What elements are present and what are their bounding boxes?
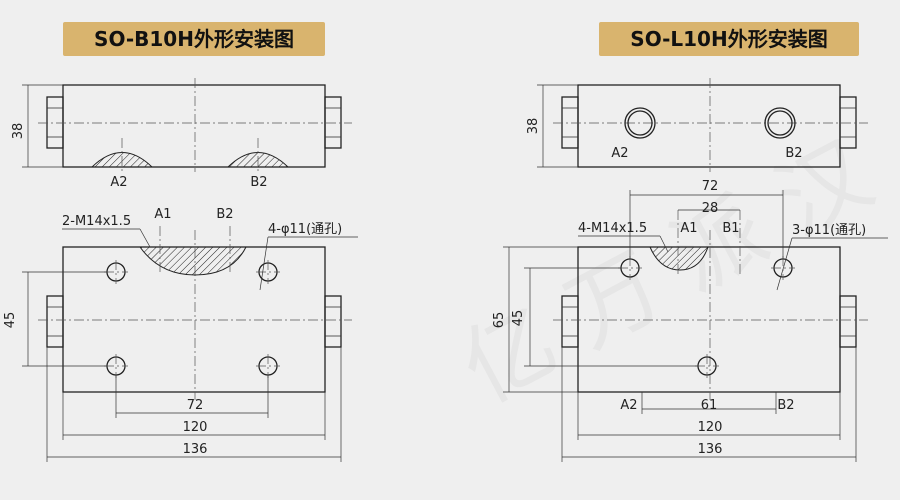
right-top-label-b2: B2 [785, 146, 802, 161]
left-thread-note: 2-M14x1.5 [62, 214, 131, 229]
right-top-label-a2: A2 [611, 146, 628, 161]
right-dim-136: 136 [698, 442, 723, 457]
left-front-label-a1: A1 [154, 207, 171, 222]
right-top-nut-left [561, 96, 579, 149]
right-top-port-b2 [764, 107, 796, 139]
right-bottom-label-b2: B2 [777, 398, 794, 413]
right-dim-72-top: 72 [702, 179, 719, 194]
left-top-label-b2: B2 [250, 175, 267, 190]
right-dim-28: 28 [702, 201, 719, 216]
left-front-nut-left [46, 295, 64, 348]
right-bottom-label-a2: A2 [620, 398, 637, 413]
left-top-nut-right [324, 96, 342, 149]
right-top-dim-38: 38 [526, 118, 541, 135]
left-front-label-b2: B2 [216, 207, 233, 222]
right-hole-note: 3-φ11(通孔) [792, 223, 866, 238]
left-top-label-a2: A2 [110, 175, 127, 190]
left-top-nut-left [46, 96, 64, 149]
title-so-b10h: SO-B10H外形安装图 [63, 22, 325, 56]
right-front-body [577, 246, 841, 393]
right-top-port-a2 [624, 107, 656, 139]
left-dim-120: 120 [183, 420, 208, 435]
left-hole-note: 4-φ11(通孔) [268, 222, 342, 237]
left-front-nut-right [324, 295, 342, 348]
left-dim-136: 136 [183, 442, 208, 457]
right-dim-65: 65 [492, 312, 507, 329]
title-so-l10h: SO-L10H外形安装图 [599, 22, 859, 56]
left-top-view: 38 A2 B2 [11, 78, 352, 190]
right-top-nut-right [839, 96, 857, 149]
left-top-body [62, 84, 326, 168]
right-front-nut-left [561, 295, 579, 348]
right-dim-120: 120 [698, 420, 723, 435]
right-front-nut-right [839, 295, 857, 348]
right-front-label-a1: A1 [680, 221, 697, 236]
right-thread-note: 4-M14x1.5 [578, 221, 647, 236]
right-top-view: 38 A2 B2 [526, 78, 868, 172]
left-top-dim-38: 38 [11, 123, 26, 140]
right-front-port-cut [649, 246, 709, 271]
right-front-label-b1: B1 [722, 221, 739, 236]
right-dim-61: 61 [701, 398, 718, 413]
left-dim-72: 72 [187, 398, 204, 413]
right-front-view: 72 28 4-M14x1.5 A1 B1 3-φ11(通孔) 65 45 [492, 179, 888, 462]
right-dim-45: 45 [511, 310, 526, 327]
left-dim-45: 45 [3, 312, 18, 329]
left-front-port-cut [139, 246, 247, 276]
left-front-view: 2-M14x1.5 A1 B2 4-φ11(通孔) 45 72 120 136 [3, 207, 358, 462]
